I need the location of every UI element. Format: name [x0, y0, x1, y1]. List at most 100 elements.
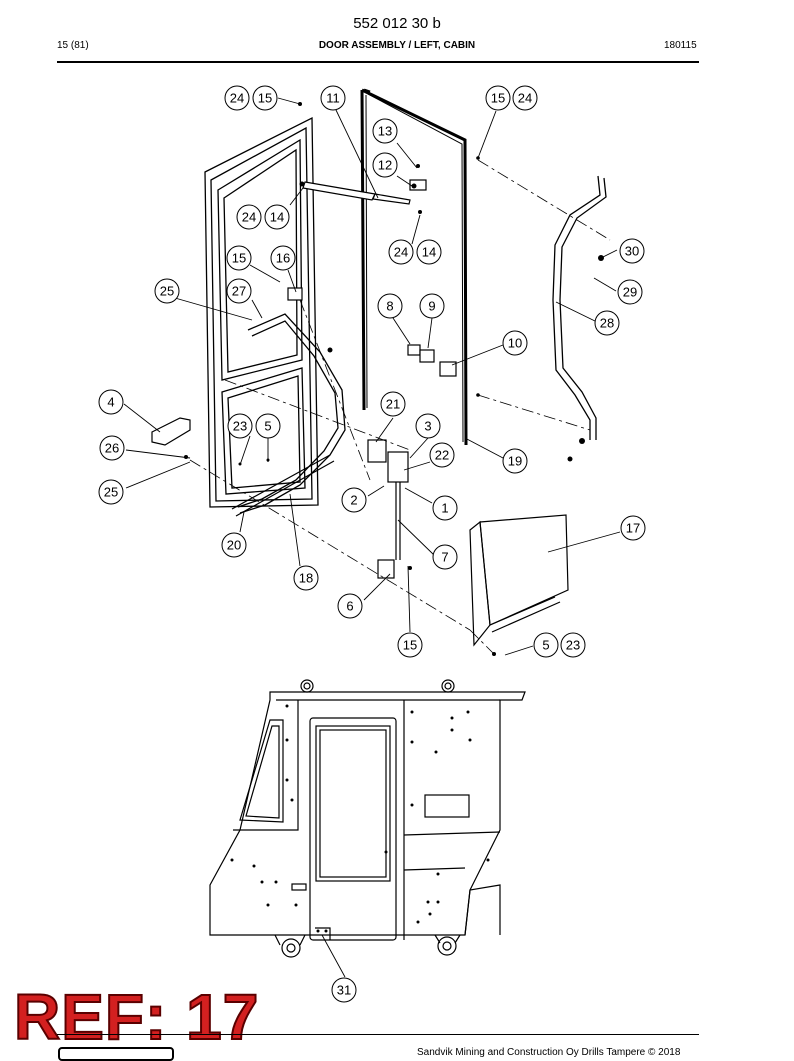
- callout-4: 4: [98, 389, 124, 415]
- callout-25: 25: [154, 278, 180, 304]
- callout-circle: [432, 544, 458, 570]
- callout-circle: [227, 413, 253, 439]
- reference-stamp: REF: 17: [13, 981, 260, 1053]
- callout-circle: [620, 515, 646, 541]
- callout-label: 25: [104, 485, 118, 500]
- tube-20: [231, 454, 335, 517]
- callout-circle: [154, 278, 180, 304]
- callout-label: 1: [441, 501, 448, 516]
- callout-13: 13: [372, 118, 398, 144]
- callout-circle: [397, 632, 423, 658]
- callout-label: 10: [508, 336, 522, 351]
- callout-circle: [419, 293, 445, 319]
- callout-15: 15: [226, 245, 252, 271]
- callout-26: 26: [99, 435, 125, 461]
- callout-circle: [432, 495, 458, 521]
- callout-label: 14: [270, 210, 284, 225]
- callout-label: 5: [264, 419, 271, 434]
- callout-circle: [485, 85, 511, 111]
- callout-label: 17: [626, 521, 640, 536]
- fasteners: [184, 102, 604, 656]
- callout-label: 15: [491, 91, 505, 106]
- callout-label: 24: [518, 91, 532, 106]
- callout-27: 27: [226, 278, 252, 304]
- callout-label: 15: [403, 638, 417, 653]
- door-seal: [360, 88, 468, 446]
- page-number: 15 (81): [57, 40, 89, 51]
- callout-label: 11: [326, 91, 340, 106]
- callout-label: 27: [232, 284, 246, 299]
- callout-circle: [388, 239, 414, 265]
- handrail-tube: [237, 313, 346, 514]
- callout-14: 14: [416, 239, 442, 265]
- callout-circle: [560, 632, 586, 658]
- callout-label: 15: [232, 251, 246, 266]
- callout-circle: [372, 152, 398, 178]
- callout-circle: [337, 593, 363, 619]
- callout-label: 28: [600, 316, 614, 331]
- callout-circle: [377, 293, 403, 319]
- callout-circle: [502, 448, 528, 474]
- callout-circle: [264, 204, 290, 230]
- callout-label: 12: [378, 158, 392, 173]
- callout-circle: [617, 279, 643, 305]
- callout-label: 2: [350, 493, 357, 508]
- callout-1: 1: [432, 495, 458, 521]
- callout-24: 24: [236, 204, 262, 230]
- callout-circle: [99, 435, 125, 461]
- callout-label: 7: [441, 550, 448, 565]
- callout-label: 29: [623, 285, 637, 300]
- logo-icon: [58, 1047, 174, 1061]
- cabin-outline: [209, 679, 526, 958]
- callout-8: 8: [377, 293, 403, 319]
- callout-label: 8: [386, 299, 393, 314]
- callout-5: 5: [533, 632, 559, 658]
- callout-15: 15: [252, 85, 278, 111]
- callout-circle: [594, 310, 620, 336]
- callout-12: 12: [372, 152, 398, 178]
- callout-21: 21: [380, 391, 406, 417]
- callout-28: 28: [594, 310, 620, 336]
- callout-19: 19: [502, 448, 528, 474]
- callout-label: 20: [227, 538, 241, 553]
- callout-label: 22: [435, 448, 449, 463]
- callout-5: 5: [255, 413, 281, 439]
- callout-label: 25: [160, 284, 174, 299]
- callout-label: 21: [386, 397, 400, 412]
- callout-circle: [502, 330, 528, 356]
- callout-label: 3: [424, 419, 431, 434]
- callout-circle: [226, 245, 252, 271]
- callout-circle: [372, 118, 398, 144]
- callout-label: 23: [566, 638, 580, 653]
- bracket-4: [151, 417, 191, 446]
- callout-14: 14: [264, 204, 290, 230]
- handle-bar: [552, 175, 607, 440]
- callout-16: 16: [270, 245, 296, 271]
- callout-circle: [320, 85, 346, 111]
- callout-label: 14: [422, 245, 436, 260]
- callout-circle: [221, 532, 247, 558]
- callout-label: 30: [625, 244, 639, 259]
- callout-15: 15: [485, 85, 511, 111]
- callout-circle: [341, 487, 367, 513]
- callout-circle: [226, 278, 252, 304]
- callout-11: 11: [320, 85, 346, 111]
- callout-circle: [255, 413, 281, 439]
- callout-31: 31: [331, 977, 357, 1003]
- gas-spring: [302, 181, 411, 205]
- callout-6: 6: [337, 593, 363, 619]
- callout-label: 24: [242, 210, 256, 225]
- callout-label: 19: [508, 454, 522, 469]
- footer-rule: [57, 1034, 699, 1035]
- callout-circle: [224, 85, 250, 111]
- callout-20: 20: [221, 532, 247, 558]
- callout-label: 24: [230, 91, 244, 106]
- callout-circle: [416, 239, 442, 265]
- callout-circle: [619, 238, 645, 264]
- callout-circle: [98, 389, 124, 415]
- door-frame: [204, 116, 319, 508]
- callout-label: 15: [258, 91, 272, 106]
- callout-label: 16: [276, 251, 290, 266]
